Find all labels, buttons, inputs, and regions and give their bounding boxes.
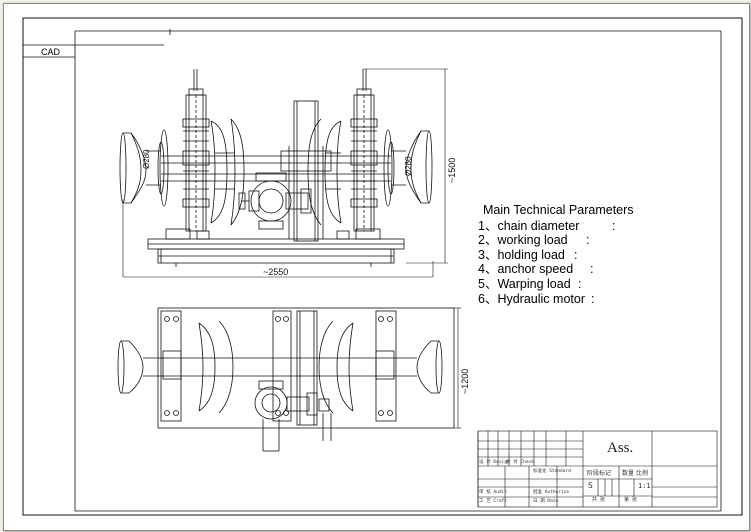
tb-weight: 数量 xyxy=(622,470,635,477)
tb-standard: 标准化 Standard xyxy=(533,469,571,474)
plan-height-dimension: ~1200 xyxy=(460,369,470,394)
parameter-row: 5、Warping load : xyxy=(478,277,634,292)
drawing-sheet: ~2550 ~1500 ~1200 Ø280 Ø280 CAD Main Tec… xyxy=(3,3,750,531)
tb-stage-value: S xyxy=(588,481,593,490)
windlass-front-view xyxy=(119,69,433,267)
tb-scale: 比例 xyxy=(636,470,649,477)
front-height-dimension: ~1500 xyxy=(447,158,457,183)
front-width-dimension: ~2550 xyxy=(263,267,288,277)
tb-design: 设 计 Design xyxy=(479,460,510,465)
parameter-colon: : xyxy=(586,233,590,248)
parameter-colon: : xyxy=(591,291,595,306)
windlass-plan-view xyxy=(117,307,455,452)
parameter-number: 1、 xyxy=(478,218,498,233)
parameter-colon: : xyxy=(612,218,616,233)
left-drum-diameter: Ø280 xyxy=(142,149,151,169)
tb-approve: 批准 Authorize xyxy=(533,490,570,495)
parameter-label: anchor speed xyxy=(497,262,574,277)
parameter-label: holding load xyxy=(497,247,565,262)
cad-drawing: ~2550 ~1500 ~1200 Ø280 Ø280 xyxy=(22,17,743,516)
drawing-frame xyxy=(22,17,743,516)
tb-check: 校 对 Check xyxy=(506,460,534,465)
parameter-colon: : xyxy=(574,247,578,262)
parameter-row: 3、holding load : xyxy=(478,248,634,263)
tb-total: 共 张 xyxy=(592,497,606,503)
tb-page: 第 张 xyxy=(624,497,638,503)
parameter-row: 2、working load : xyxy=(478,233,634,248)
parameter-row: 1、chain diameter : xyxy=(478,219,634,234)
technical-parameters: Main Technical Parameters 1、chain diamet… xyxy=(478,203,634,306)
parameter-number: 2、 xyxy=(478,233,498,248)
parameter-label: working load xyxy=(497,233,568,248)
parameters-title: Main Technical Parameters xyxy=(483,203,634,217)
title-block xyxy=(477,430,718,508)
plan-dimensions xyxy=(454,307,461,429)
parameter-number: 4、 xyxy=(478,262,498,277)
parameter-number: 6、 xyxy=(478,291,498,306)
tb-stage: 阶段标记 xyxy=(587,470,612,477)
tb-scale-value: 1:1 xyxy=(638,482,651,490)
parameter-row: 6、Hydraulic motor : xyxy=(478,292,634,307)
parameter-number: 3、 xyxy=(478,247,498,262)
parameter-colon: : xyxy=(590,262,594,277)
cad-corner-label: CAD xyxy=(41,47,61,57)
parameter-number: 5、 xyxy=(478,276,498,291)
parameter-label: Hydraulic motor xyxy=(497,291,585,306)
parameter-label: Warping load xyxy=(497,276,571,291)
parameter-row: 4、anchor speed : xyxy=(478,262,634,277)
parameter-label: chain diameter xyxy=(497,218,580,233)
front-dimensions xyxy=(122,68,448,278)
parameter-colon: : xyxy=(578,276,582,291)
tb-date: 日 期 Date xyxy=(533,499,559,504)
right-drum-diameter: Ø280 xyxy=(404,156,413,176)
drawing-name: Ass. xyxy=(607,440,634,456)
tb-craft: 工 艺 Craft xyxy=(479,499,507,504)
tb-audit: 审 核 Audit xyxy=(479,490,507,495)
